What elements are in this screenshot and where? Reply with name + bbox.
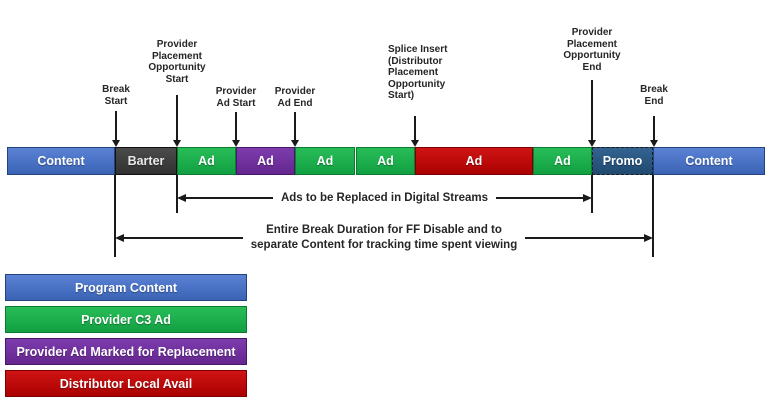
marker-label-line: End bbox=[644, 95, 664, 107]
marker-label-line: Placement bbox=[388, 67, 439, 78]
span-entire-break-line2: separate Content for tracking time spent… bbox=[250, 239, 518, 251]
timeline-segment-promo: Promo bbox=[592, 147, 653, 175]
arrow-line bbox=[186, 197, 273, 199]
timeline-segment-content-left: Content bbox=[7, 147, 115, 175]
marker-label-line: Break bbox=[640, 84, 668, 95]
marker-label-line: Provider bbox=[571, 27, 613, 38]
arrowhead-left-icon bbox=[115, 234, 124, 242]
marker-label-line: Ad Start bbox=[216, 97, 256, 109]
marker-label-line: (Distributor bbox=[388, 55, 443, 67]
marker-label-line: Break bbox=[102, 84, 130, 95]
timeline-segment-ad-1: Ad bbox=[177, 147, 236, 175]
arrow-line bbox=[496, 197, 583, 199]
marker-arrow-break-start bbox=[115, 111, 117, 141]
segment-label: Ad bbox=[257, 154, 274, 168]
marker-arrow-provider-ad-end bbox=[294, 112, 296, 141]
span-entire-break-line1: Entire Break Duration for FF Disable and… bbox=[266, 224, 502, 236]
segment-label: Barter bbox=[127, 154, 165, 168]
span-entire-break-label: Entire Break Duration for FF Disable and… bbox=[243, 223, 525, 253]
marker-label-line: Opportunity bbox=[388, 78, 446, 90]
arrow-line bbox=[525, 237, 645, 239]
legend-item-program-content: Program Content bbox=[5, 274, 247, 301]
marker-label-line: Placement bbox=[566, 38, 618, 50]
timeline-segment-ad-3: Ad bbox=[295, 147, 355, 175]
marker-arrowhead-splice-insert-icon bbox=[410, 140, 419, 147]
legend-item-distributor-local-avail: Distributor Local Avail bbox=[5, 370, 247, 397]
marker-label-line: Start bbox=[104, 95, 128, 107]
span-ads-replaced-label: Ads to be Replaced in Digital Streams bbox=[280, 192, 489, 204]
marker-label-line: Opportunity bbox=[563, 50, 621, 61]
ppo-end-guide bbox=[591, 175, 593, 213]
break-start-guide bbox=[114, 175, 116, 257]
segment-label: Ad bbox=[316, 154, 334, 168]
timeline-bar: Content Barter Ad Ad Ad Ad Ad Ad Promo Content bbox=[0, 147, 768, 175]
marker-arrowhead-provider-placement-opportunity-start-icon bbox=[172, 140, 181, 147]
segment-label: Ad bbox=[465, 154, 483, 168]
marker-label-line: Provider bbox=[274, 86, 316, 97]
segment-label: Ad bbox=[554, 154, 571, 168]
timeline-segment-ad-5: Ad bbox=[415, 147, 533, 175]
marker-arrowhead-provider-ad-start-icon bbox=[231, 140, 240, 147]
marker-arrow-provider-placement-opportunity-start bbox=[176, 95, 178, 141]
arrow-line bbox=[124, 237, 243, 239]
legend-item-label: Program Content bbox=[74, 280, 178, 295]
span-ads-replaced: Ads to be Replaced in Digital Streams bbox=[177, 190, 592, 206]
marker-label-line: Provider bbox=[156, 39, 198, 50]
marker-arrow-provider-placement-opportunity-end bbox=[591, 80, 593, 141]
legend-item-provider-c3-ad: Provider C3 Ad bbox=[5, 306, 247, 333]
marker-arrow-break-end bbox=[653, 116, 655, 141]
timeline-segment-barter: Barter bbox=[115, 147, 177, 175]
marker-label-line: Start bbox=[165, 73, 189, 85]
legend-item-label: Provider Ad Marked for Replacement bbox=[16, 344, 236, 359]
break-end-guide bbox=[652, 175, 654, 257]
timeline-segment-ad-4: Ad bbox=[356, 147, 415, 175]
segment-label: Ad bbox=[198, 154, 215, 168]
marker-label-line: Opportunity bbox=[148, 62, 206, 73]
timeline-segment-ad-6: Ad bbox=[533, 147, 592, 175]
marker-arrow-splice-insert bbox=[414, 116, 416, 141]
marker-label-line: Placement bbox=[151, 50, 203, 62]
marker-arrowhead-provider-placement-opportunity-end-icon bbox=[587, 140, 596, 147]
segment-label: Ad bbox=[377, 154, 394, 168]
segment-label: Content bbox=[685, 154, 733, 168]
marker-label-line: End bbox=[582, 61, 602, 73]
arrowhead-right-icon bbox=[583, 194, 592, 202]
legend-item-label: Provider C3 Ad bbox=[81, 312, 171, 327]
marker-label-line: Splice Insert bbox=[388, 44, 448, 55]
marker-arrow-provider-ad-start bbox=[235, 112, 237, 141]
segment-label: Content bbox=[37, 154, 85, 168]
marker-arrowhead-break-start-icon bbox=[111, 140, 120, 147]
segment-label: Promo bbox=[602, 154, 643, 168]
marker-label-line: Start) bbox=[388, 90, 415, 101]
arrowhead-right-icon bbox=[644, 234, 654, 242]
marker-arrowhead-break-end-icon bbox=[649, 140, 658, 147]
arrowhead-left-icon bbox=[177, 194, 186, 202]
legend-item-label: Distributor Local Avail bbox=[59, 376, 193, 391]
legend-item-provider-ad-marked: Provider Ad Marked for Replacement bbox=[5, 338, 247, 365]
marker-arrowhead-provider-ad-end-icon bbox=[290, 140, 299, 147]
timeline-segment-ad-2: Ad bbox=[236, 147, 295, 175]
marker-label-line: Provider bbox=[215, 86, 257, 97]
span-entire-break: Entire Break Duration for FF Disable and… bbox=[115, 221, 654, 255]
timeline-segment-content-right: Content bbox=[653, 147, 765, 175]
marker-label-line: Ad End bbox=[277, 97, 313, 109]
